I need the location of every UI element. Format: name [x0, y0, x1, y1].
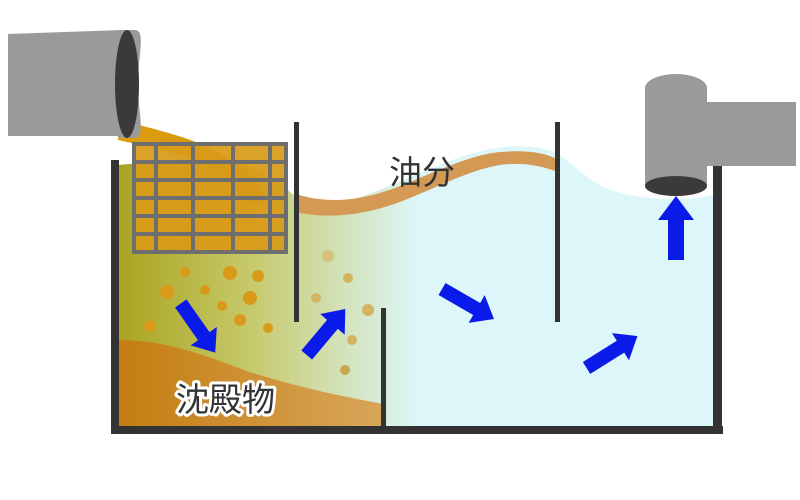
tank-left-wall [111, 160, 119, 432]
particles [144, 250, 374, 375]
arrow-up-right-icon [582, 333, 638, 374]
baffle-left [294, 122, 299, 322]
arrow-up-right-icon [301, 309, 346, 360]
label-oil: 油分 [389, 153, 455, 192]
flow-arrows [175, 196, 694, 374]
screen-basket [132, 142, 288, 254]
arrow-down-right-icon [438, 282, 494, 323]
arrow-down-right-icon [175, 299, 217, 353]
inlet-pipe [8, 30, 141, 138]
baffle-bottom [381, 308, 386, 428]
tank-floor [111, 426, 723, 434]
tank-right-wall [713, 165, 722, 433]
sediment-mound [118, 340, 384, 428]
arrow-up-icon [658, 196, 694, 260]
outlet-pipe [645, 74, 796, 196]
label-sediment: 沈殿物 [176, 380, 275, 419]
baffle-right [555, 122, 560, 322]
tank-structure [111, 122, 723, 434]
oil-layer [296, 151, 558, 216]
